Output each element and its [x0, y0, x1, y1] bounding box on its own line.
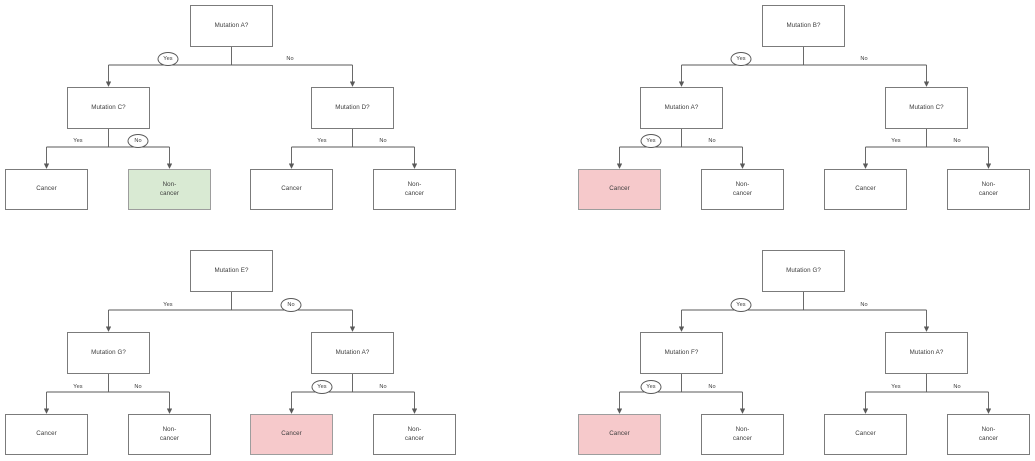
- decision-node-level1-1[interactable]: Mutation A?: [311, 332, 394, 374]
- decision-node-level1-0[interactable]: Mutation F?: [640, 332, 723, 374]
- root-decision-node[interactable]: Mutation B?: [762, 5, 845, 47]
- leaf-node-0[interactable]: Cancer: [578, 169, 661, 210]
- edge-label-level2-0: Yes: [71, 384, 85, 390]
- edge-label-level2-3: No: [951, 138, 963, 144]
- decision-node-level1-0[interactable]: Mutation C?: [67, 87, 150, 129]
- leaf-node-0[interactable]: Cancer: [5, 169, 88, 210]
- edge-label-level1-1: No: [858, 56, 870, 62]
- edge-label-level2-2: Yes: [889, 138, 903, 144]
- decision-node-level1-1[interactable]: Mutation C?: [885, 87, 968, 129]
- decision-node-level1-0[interactable]: Mutation A?: [640, 87, 723, 129]
- leaf-node-2[interactable]: Cancer: [824, 169, 907, 210]
- leaf-node-1[interactable]: Non- cancer: [128, 414, 211, 455]
- leaf-node-3[interactable]: Non- cancer: [947, 414, 1030, 455]
- edge-label-level1-1: No: [284, 56, 296, 62]
- edge-label-level2-0: Yes: [640, 134, 662, 148]
- edge-label-level2-0: Yes: [640, 380, 662, 394]
- decision-node-level1-1[interactable]: Mutation A?: [885, 332, 968, 374]
- leaf-node-1[interactable]: Non- cancer: [128, 169, 211, 210]
- edge-label-level2-2: Yes: [889, 384, 903, 390]
- edge-label-level2-1: No: [706, 384, 718, 390]
- leaf-node-2[interactable]: Cancer: [250, 169, 333, 210]
- leaf-node-2[interactable]: Cancer: [824, 414, 907, 455]
- leaf-node-3[interactable]: Non- cancer: [373, 414, 456, 455]
- edge-label-level2-3: No: [951, 384, 963, 390]
- root-decision-node[interactable]: Mutation G?: [762, 250, 845, 292]
- edge-label-level1-1: No: [858, 302, 870, 308]
- decision-node-level1-0[interactable]: Mutation G?: [67, 332, 150, 374]
- edge-label-level1-0: Yes: [161, 302, 175, 308]
- edge-label-level2-2: Yes: [311, 380, 333, 394]
- edge-label-level1-0: Yes: [157, 52, 179, 66]
- edge-label-level2-2: Yes: [315, 138, 329, 144]
- leaf-node-3[interactable]: Non- cancer: [947, 169, 1030, 210]
- root-decision-node[interactable]: Mutation A?: [190, 5, 273, 47]
- leaf-node-1[interactable]: Non- cancer: [701, 169, 784, 210]
- edge-label-level1-1: No: [280, 298, 302, 312]
- decision-node-level1-1[interactable]: Mutation D?: [311, 87, 394, 129]
- edge-label-level1-0: Yes: [730, 52, 752, 66]
- leaf-node-2[interactable]: Cancer: [250, 414, 333, 455]
- leaf-node-0[interactable]: Cancer: [578, 414, 661, 455]
- edge-label-level1-0: Yes: [730, 298, 752, 312]
- edge-label-level2-1: No: [127, 134, 149, 148]
- leaf-node-0[interactable]: Cancer: [5, 414, 88, 455]
- root-decision-node[interactable]: Mutation E?: [190, 250, 273, 292]
- edge-label-level2-1: No: [132, 384, 144, 390]
- leaf-node-3[interactable]: Non- cancer: [373, 169, 456, 210]
- edge-label-level2-3: No: [377, 384, 389, 390]
- edge-label-level2-0: Yes: [71, 138, 85, 144]
- leaf-node-1[interactable]: Non- cancer: [701, 414, 784, 455]
- edge-label-level2-1: No: [706, 138, 718, 144]
- edge-label-level2-3: No: [377, 138, 389, 144]
